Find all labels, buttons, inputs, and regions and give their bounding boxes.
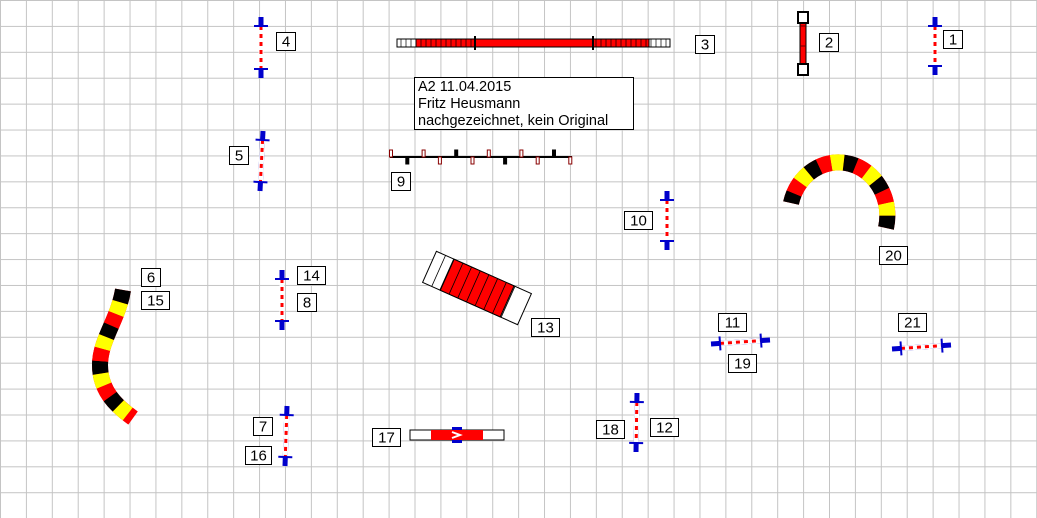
jump-18-12[interactable] — [629, 392, 644, 453]
obstacle-number-text: 2 — [825, 35, 833, 52]
obstacle-number-14[interactable]: 14 — [297, 266, 326, 285]
jump-5[interactable] — [253, 130, 270, 192]
weave-poles-9[interactable] — [389, 149, 573, 165]
obstacle-number-text: 17 — [378, 430, 395, 447]
obstacle-number-4[interactable]: 4 — [276, 32, 296, 51]
jump-10[interactable] — [660, 191, 674, 250]
obstacle-number-text: 14 — [303, 268, 320, 285]
obstacle-number-text: 9 — [397, 174, 405, 191]
obstacle-number-text: 16 — [250, 448, 267, 465]
dogwalk-3[interactable] — [396, 36, 671, 50]
obstacle-number-text: 7 — [259, 419, 267, 436]
obstacle-number-11[interactable]: 11 — [718, 313, 747, 332]
tunnel-6-15[interactable] — [91, 288, 138, 425]
note-line-1: A2 11.04.2015 — [418, 79, 512, 95]
jump-4[interactable] — [254, 17, 268, 78]
obstacle-number-8[interactable]: 8 — [297, 293, 317, 312]
obstacle-number-15[interactable]: 15 — [141, 291, 170, 310]
note-line-3: nachgezeichnet, kein Original — [418, 113, 609, 129]
obstacle-number-6[interactable]: 6 — [141, 268, 161, 287]
obstacle-number-text: 15 — [147, 293, 164, 310]
obstacle-number-13[interactable]: 13 — [531, 318, 560, 337]
obstacle-number-text: 3 — [701, 37, 709, 54]
obstacle-number-5[interactable]: 5 — [229, 146, 249, 165]
obstacle-number-18[interactable]: 18 — [596, 420, 625, 439]
obstacle-number-text: 12 — [656, 420, 673, 437]
obstacle-number-10[interactable]: 10 — [624, 211, 653, 230]
jump-14-8[interactable] — [275, 270, 289, 330]
jump-11-19[interactable] — [710, 333, 771, 351]
obstacle-number-text: 6 — [147, 270, 155, 287]
obstacle-number-2[interactable]: 2 — [819, 33, 839, 52]
obstacle-number-17[interactable]: 17 — [372, 428, 401, 447]
note-line-2: Fritz Heusmann — [418, 96, 521, 112]
obstacle-number-text: 18 — [602, 422, 619, 439]
jump-21[interactable] — [891, 338, 952, 356]
obstacle-number-3[interactable]: 3 — [695, 35, 715, 54]
obstacle-number-20[interactable]: 20 — [879, 246, 908, 265]
obstacle-number-text: 5 — [235, 148, 243, 165]
obstacle-number-text: 11 — [725, 315, 741, 332]
jump-1[interactable] — [928, 17, 942, 75]
obstacle-number-16[interactable]: 16 — [245, 446, 272, 465]
obstacle-number-text: 13 — [537, 320, 554, 337]
obstacle-number-7[interactable]: 7 — [253, 417, 273, 436]
obstacle-number-text: 10 — [630, 213, 647, 230]
seesaw-17[interactable] — [409, 427, 505, 443]
obstacle-number-19[interactable]: 19 — [728, 354, 757, 373]
obstacle-number-text: 1 — [949, 32, 957, 49]
obstacle-number-text: 8 — [303, 295, 311, 312]
obstacle-number-text: 4 — [282, 34, 290, 51]
obstacle-number-text: 20 — [885, 248, 902, 265]
jump-7-16[interactable] — [278, 405, 294, 467]
obstacle-number-1[interactable]: 1 — [943, 30, 963, 49]
a-frame-13[interactable] — [421, 250, 533, 326]
wall-2[interactable] — [797, 11, 809, 76]
course-note[interactable]: A2 11.04.2015 Fritz Heusmann nachgezeich… — [414, 77, 634, 130]
obstacle-number-9[interactable]: 9 — [391, 172, 411, 191]
obstacle-number-text: 21 — [904, 315, 921, 332]
obstacle-number-text: 19 — [734, 356, 751, 373]
obstacle-number-12[interactable]: 12 — [650, 418, 679, 437]
obstacle-number-21[interactable]: 21 — [898, 313, 927, 332]
tunnel-20[interactable] — [783, 154, 896, 230]
